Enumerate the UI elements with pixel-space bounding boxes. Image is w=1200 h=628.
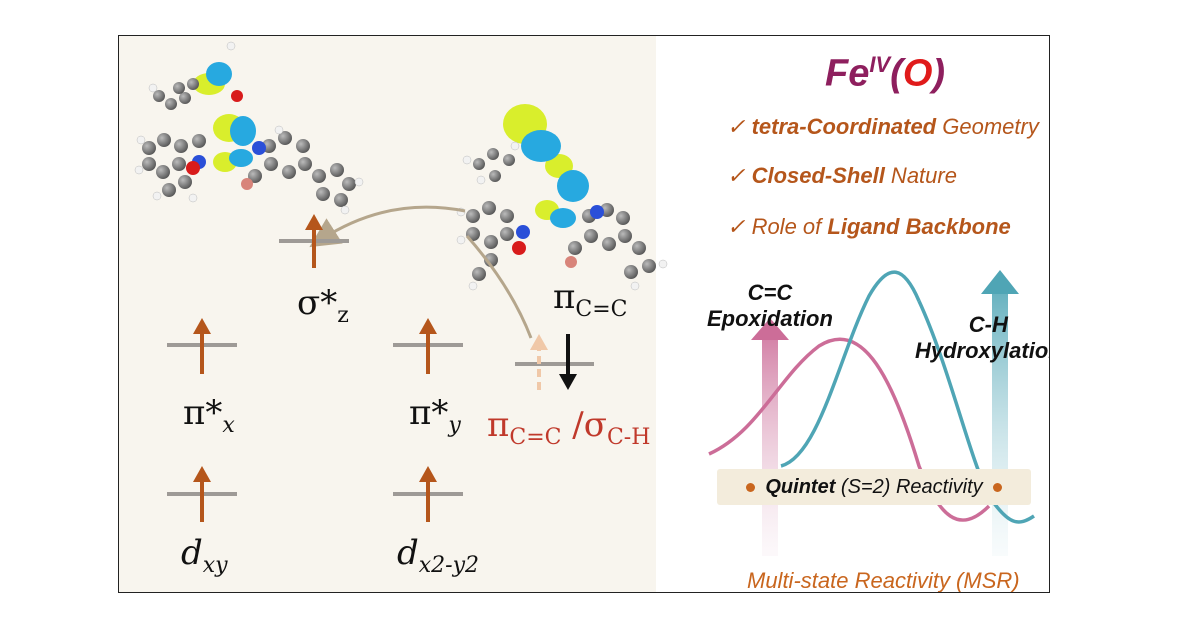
orbital-lobe-blue xyxy=(521,130,589,228)
feature-geometry-rest: Geometry xyxy=(936,114,1039,139)
transfer-arrow-curve-lower xyxy=(465,235,533,339)
transferred-electron-arrow xyxy=(530,334,548,390)
check-mark-icon: ✓ xyxy=(727,163,746,188)
orbital-panel xyxy=(119,36,656,592)
nitrogen-atom xyxy=(252,141,266,155)
quintet-bold: Quintet xyxy=(765,475,836,498)
electron-spin-up-arrows xyxy=(193,214,437,522)
nitrogen-atom xyxy=(590,205,604,219)
epoxidation-bar xyxy=(762,338,778,556)
title-oxidation-state: IV xyxy=(869,52,891,77)
feature-closed-shell: ✓ Closed-Shell Nature xyxy=(727,165,957,187)
label-d-x2-y2: dx2-y2 xyxy=(397,533,480,578)
transfer-arrow-curve xyxy=(309,205,466,248)
check-mark-icon: ✓ xyxy=(727,214,746,239)
label-epoxidation-line2: Epoxidation xyxy=(707,306,833,331)
msr-caption: Multi-state Reactivity (MSR) xyxy=(747,568,1020,593)
spin-down-arrow xyxy=(559,334,577,390)
feature-geometry-bold: tetra-Coordinated xyxy=(751,114,937,139)
label-pi-y: π*y xyxy=(409,393,461,438)
feature-ligand-backbone: ✓ Role of Ligand Backbone xyxy=(727,216,1011,238)
quintet-rest: (S=2) Reactivity xyxy=(840,475,983,498)
feature-ligand-pre: Role of xyxy=(751,214,828,239)
label-pi-cc: πC=C xyxy=(553,277,628,322)
label-epoxidation-line1: C=C xyxy=(747,280,793,305)
oxygen-atom xyxy=(231,90,243,102)
title-paren-open: ( xyxy=(890,52,903,95)
diagram-title: FeIV(O) xyxy=(825,54,945,93)
nitrogen-atom xyxy=(516,225,530,239)
label-epoxidation: C=C Epoxidation xyxy=(707,282,833,330)
label-hydroxylation-line1: C-H xyxy=(968,312,1008,337)
molecule-left xyxy=(134,41,364,215)
hydroxylation-curve-a xyxy=(780,270,921,468)
bullet-dot-icon xyxy=(992,482,1002,492)
epoxidation-curve xyxy=(708,337,991,522)
oxygen-atom xyxy=(186,161,200,175)
label-pi-sigma: πC=C /σC-H xyxy=(487,405,651,450)
title-atom: O xyxy=(902,52,933,95)
check-mark-icon: ✓ xyxy=(727,114,746,139)
title-prefix: Fe xyxy=(825,52,870,95)
hydrogen-atoms xyxy=(134,41,364,215)
hydroxylation-arrowhead xyxy=(981,270,1019,294)
label-sigma-z: σ*z xyxy=(297,283,349,328)
quintet-reactivity-label: Quintet (S=2) Reactivity xyxy=(717,469,1031,505)
oxygen-atom xyxy=(565,256,577,268)
epoxidation-arrowhead xyxy=(751,318,789,340)
label-d-xy: dxy xyxy=(181,533,228,578)
title-paren-close: ) xyxy=(932,52,946,95)
label-pi-x: π*x xyxy=(183,393,235,438)
label-hydroxylation-line2: Hydroxylation xyxy=(915,338,1050,363)
figure-frame: FeIV(O) ✓ tetra-Coordinated Geometry ✓ C… xyxy=(118,35,1050,593)
energy-levels xyxy=(167,239,594,496)
diagram-graphics xyxy=(134,41,1035,556)
feature-geometry: ✓ tetra-Coordinated Geometry xyxy=(727,116,1039,138)
label-hydroxylation: C-H Hydroxylation xyxy=(915,312,1050,363)
feature-closed-shell-bold: Closed-Shell xyxy=(751,163,885,188)
feature-closed-shell-rest: Nature xyxy=(884,163,957,188)
oxygen-atom xyxy=(241,178,253,190)
bullet-dot-icon xyxy=(746,482,756,492)
oxygen-atom xyxy=(512,241,526,255)
orbital-lobe-blue xyxy=(206,62,256,167)
feature-ligand-bold: Ligand Backbone xyxy=(827,214,1011,239)
carbon-atoms xyxy=(142,78,356,207)
